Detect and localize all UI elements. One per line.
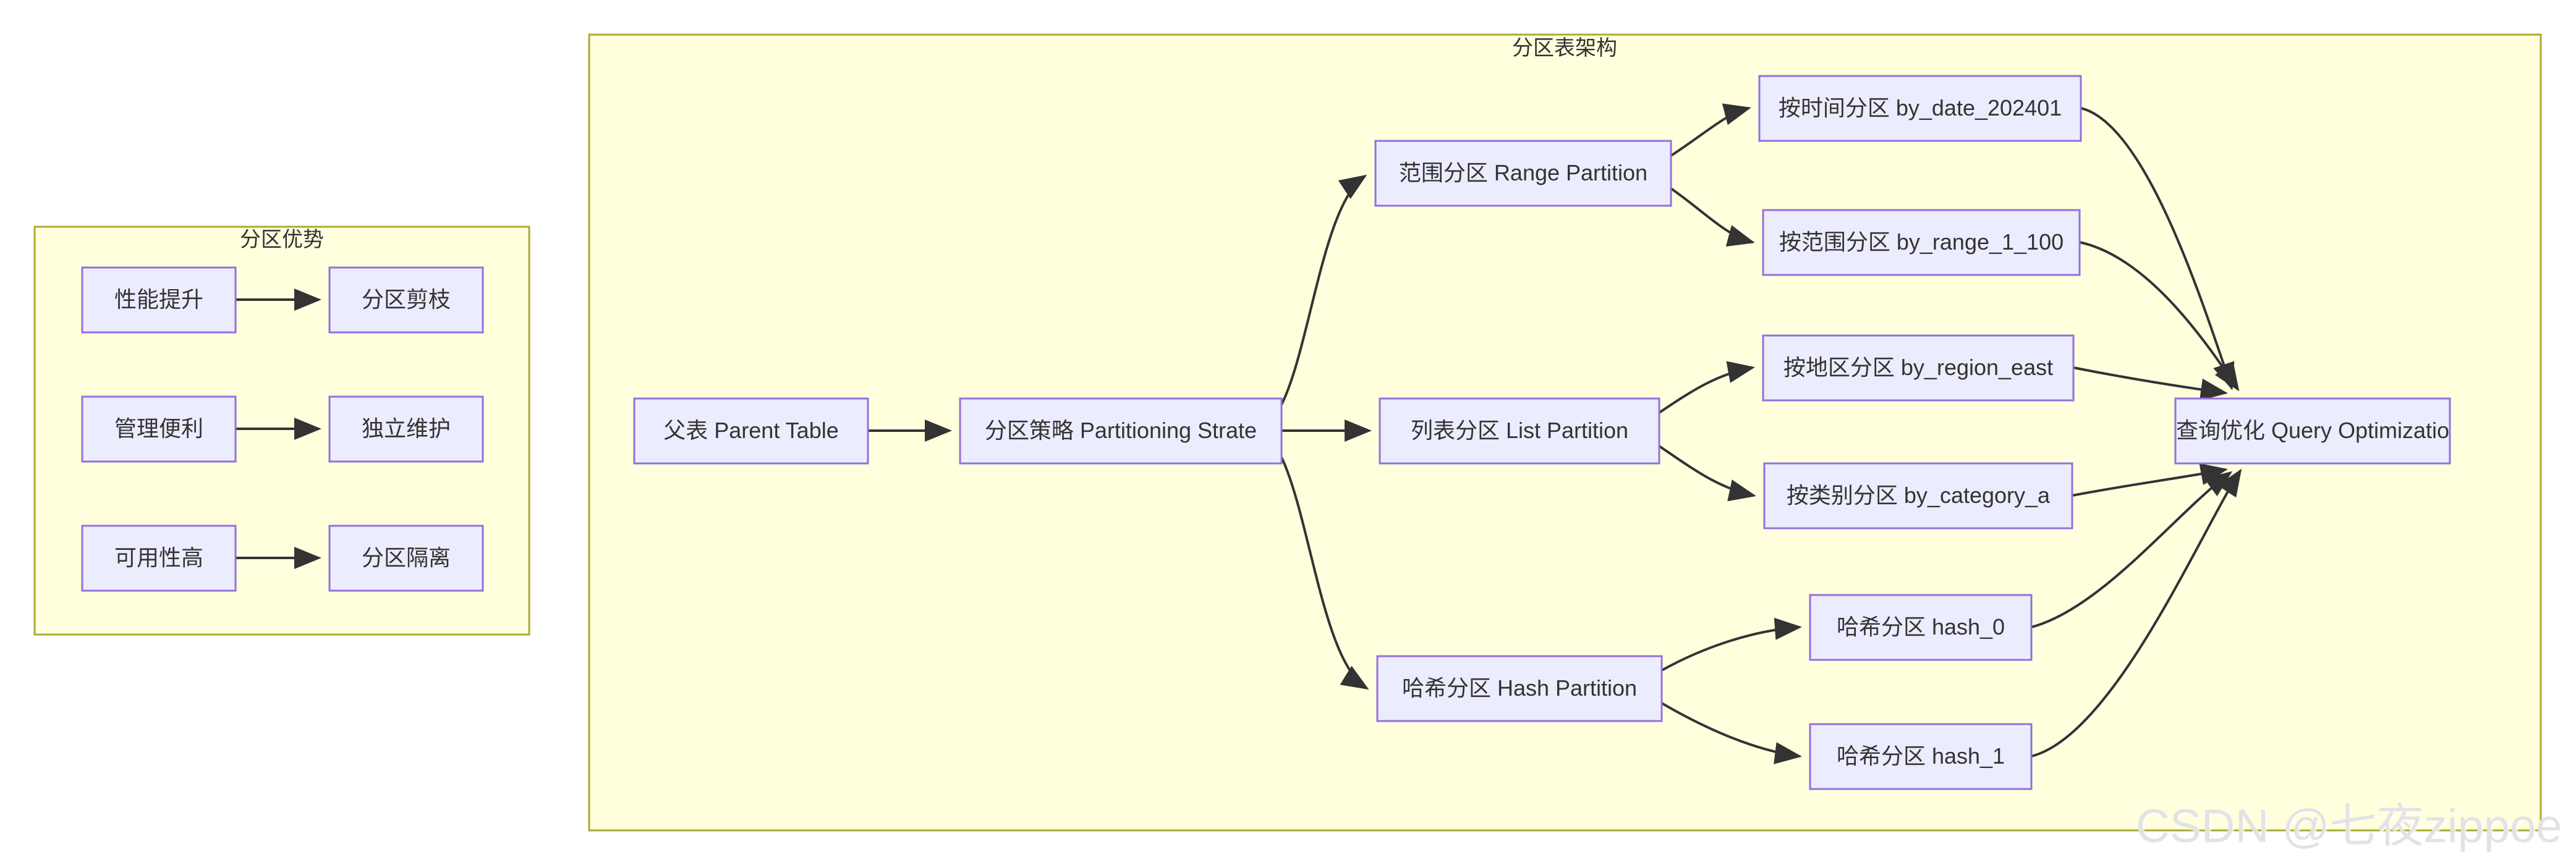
node-hash0[interactable]: 哈希分区 hash_0	[1809, 594, 2033, 661]
node-box[interactable]	[633, 397, 869, 465]
node-prange[interactable]: 按范围分区 by_range_1_100	[1762, 209, 2081, 276]
edge-range-to-prange	[1670, 187, 1755, 247]
node-list[interactable]: 列表分区 List Partition	[1379, 397, 1660, 465]
node-hash[interactable]: 哈希分区 Hash Partition	[1376, 655, 1663, 722]
node-box[interactable]	[1809, 723, 2033, 790]
node-label: 列表分区 List Partition	[1411, 418, 1628, 443]
node-box[interactable]	[328, 266, 484, 334]
node-maintain[interactable]: 独立维护	[328, 395, 484, 463]
edge-hash1-to-query	[2031, 468, 2242, 757]
edge-list-to-pcategory	[1658, 445, 1756, 502]
node-manage[interactable]: 管理便利	[81, 395, 237, 463]
node-label: 可用性高	[114, 545, 203, 570]
node-label: 按范围分区 by_range_1_100	[1779, 229, 2064, 255]
node-pdate[interactable]: 按时间分区 by_date_202401	[1758, 75, 2082, 142]
edge-hash0-to-query	[2031, 471, 2233, 628]
node-query[interactable]: 查询优化 Query Optimizatio	[2174, 397, 2451, 465]
node-label: 哈希分区 hash_1	[1837, 743, 2005, 769]
node-label: 分区隔离	[362, 545, 451, 570]
node-box[interactable]	[81, 266, 237, 334]
node-pregion[interactable]: 按地区分区 by_region_east	[1762, 334, 2075, 402]
node-box[interactable]	[1379, 397, 1660, 465]
edge-range-to-pdate	[1670, 103, 1751, 157]
node-prune[interactable]: 分区剪枝	[328, 266, 484, 334]
node-range[interactable]: 范围分区 Range Partition	[1374, 140, 1672, 207]
node-isolate[interactable]: 分区隔离	[328, 525, 484, 592]
node-perf[interactable]: 性能提升	[81, 266, 237, 334]
node-box[interactable]	[1809, 594, 2033, 661]
node-label: 管理便利	[114, 416, 203, 441]
node-label: 父表 Parent Table	[663, 418, 838, 443]
node-box[interactable]	[1763, 462, 2073, 530]
node-label: 性能提升	[114, 287, 203, 312]
node-label: 分区策略 Partitioning Strate	[985, 418, 1257, 443]
node-box[interactable]	[328, 525, 484, 592]
node-box[interactable]	[1376, 655, 1663, 722]
node-hash1[interactable]: 哈希分区 hash_1	[1809, 723, 2033, 790]
node-parent[interactable]: 父表 Parent Table	[633, 397, 869, 465]
edge-hash-to-hash1	[1660, 702, 1802, 764]
edge-prange-to-query	[2079, 241, 2240, 392]
edge-strategy-to-range	[1280, 174, 1367, 405]
node-label: 哈希分区 hash_0	[1837, 614, 2005, 639]
node-pcategory[interactable]: 按类别分区 by_category_a	[1763, 462, 2073, 530]
node-label: 范围分区 Range Partition	[1399, 160, 1647, 185]
node-label: 按地区分区 by_region_east	[1783, 355, 2053, 380]
edge-list-to-pregion	[1658, 361, 1755, 414]
node-avail[interactable]: 可用性高	[81, 525, 237, 592]
node-label: 分区剪枝	[362, 287, 451, 312]
node-box[interactable]	[1758, 75, 2082, 142]
edge-strategy-to-hash	[1280, 457, 1369, 690]
cluster-title: 分区优势	[240, 228, 324, 251]
node-strategy[interactable]: 分区策略 Partitioning Strate	[959, 397, 1283, 465]
node-box[interactable]	[959, 397, 1283, 465]
cluster-title: 分区表架构	[1512, 36, 1617, 60]
node-box[interactable]	[1374, 140, 1672, 207]
node-label: 按时间分区 by_date_202401	[1779, 95, 2062, 120]
node-box[interactable]	[1762, 334, 2075, 402]
node-box[interactable]	[81, 525, 237, 592]
node-label: 查询优化 Query Optimizatio	[2176, 418, 2449, 443]
node-box[interactable]	[328, 395, 484, 463]
node-box[interactable]	[2174, 397, 2451, 465]
edge-group	[236, 103, 2242, 764]
node-label: 哈希分区 Hash Partition	[1402, 675, 1637, 701]
edge-pregion-to-query	[2073, 366, 2228, 401]
node-box[interactable]	[81, 395, 237, 463]
node-box[interactable]	[1762, 209, 2081, 276]
node-label: 按类别分区 by_category_a	[1787, 483, 2051, 508]
node-label: 独立维护	[362, 416, 451, 441]
edge-hash-to-hash0	[1661, 617, 1802, 672]
edge-pdate-to-query	[2080, 107, 2235, 390]
